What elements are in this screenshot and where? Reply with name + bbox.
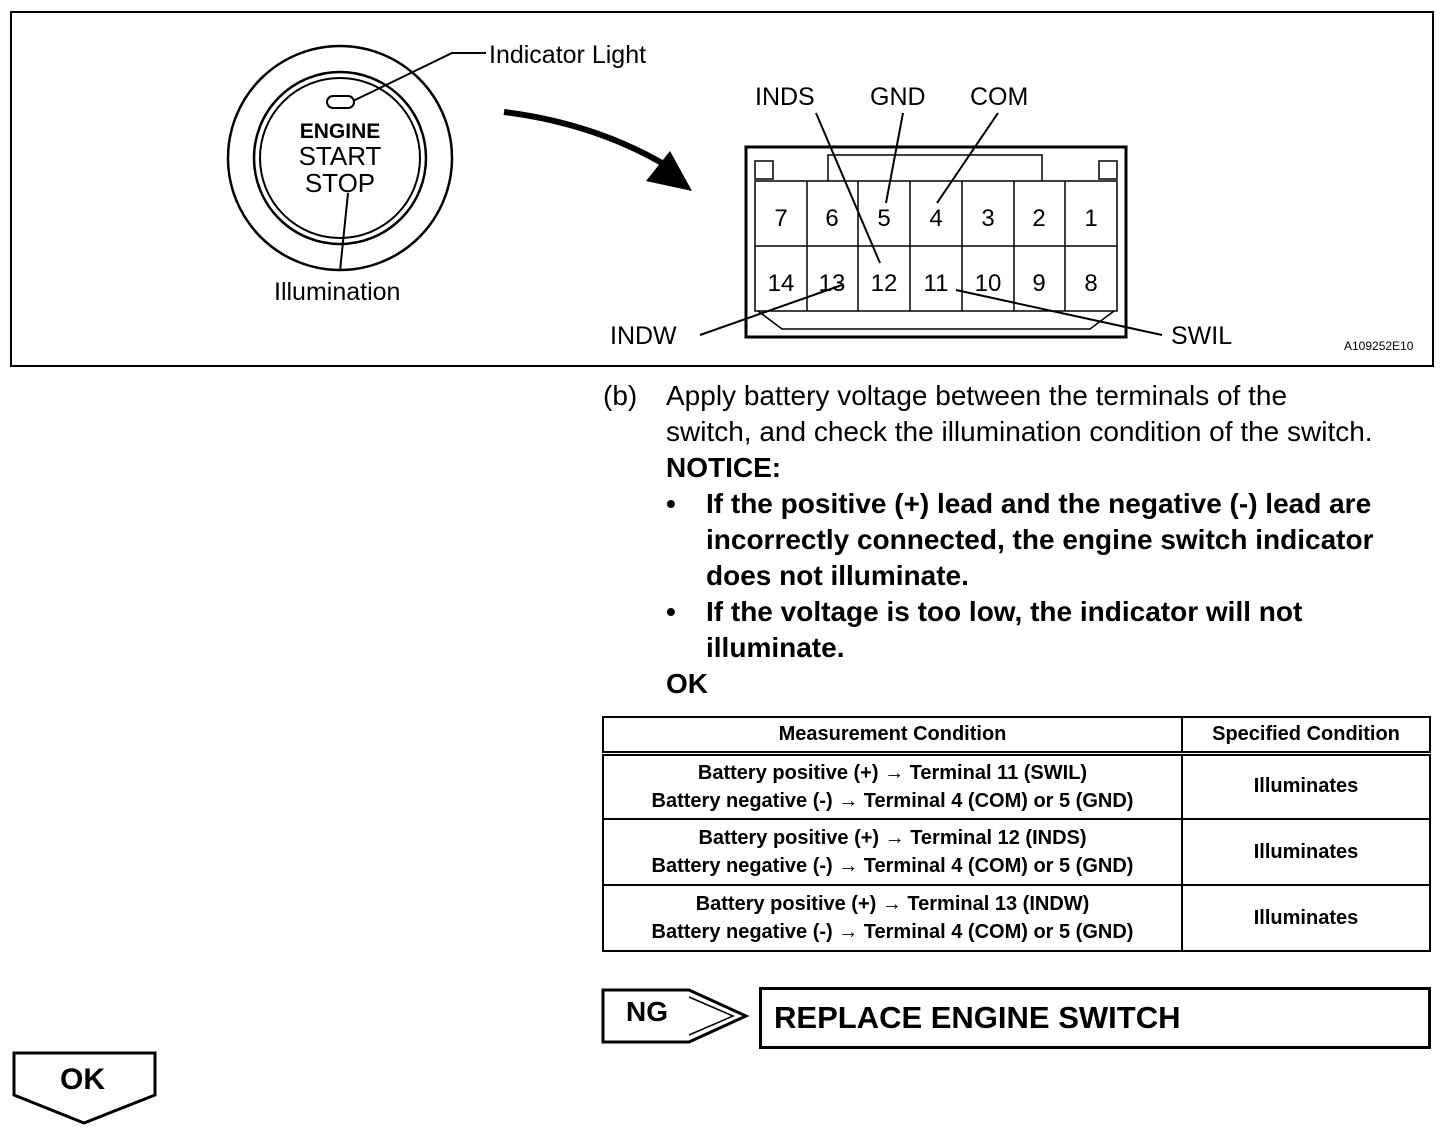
connector-latch-right — [1098, 160, 1118, 180]
pin-label: 1 — [1084, 205, 1097, 232]
swil-leader — [955, 289, 1163, 336]
notice-line: illuminate. — [706, 632, 845, 663]
bullet-icon: • — [666, 596, 676, 627]
pin-label: 12 — [871, 270, 898, 297]
table-header-row: Measurement Condition Specified Conditio… — [602, 716, 1431, 756]
measurement-cell: Battery positive (+) → Terminal 13 (INDW… — [602, 884, 1183, 952]
connector-bottom-lock — [757, 310, 1115, 330]
measurement-cell: Battery positive (+) → Terminal 11 (SWIL… — [602, 752, 1183, 820]
curved-arrow-icon — [503, 109, 692, 191]
engine-switch-button: ENGINE START STOP — [226, 44, 454, 272]
indicator-light-leader — [352, 52, 486, 102]
indw-leader — [699, 284, 843, 336]
inds-leader — [815, 112, 881, 264]
com-leader — [936, 112, 999, 204]
measurement-line: Battery negative (-) → Terminal 4 (COM) … — [651, 855, 1134, 877]
connector-figure: ENGINE START STOP Indicator Light Illumi… — [10, 11, 1434, 367]
pin-label: 2 — [1032, 205, 1045, 232]
button-text-engine: ENGINE — [300, 120, 381, 143]
table-row: Battery positive (+) → Terminal 13 (INDW… — [602, 884, 1431, 952]
bullet-icon: • — [666, 488, 676, 519]
figure-id: A109252E10 — [1344, 339, 1414, 353]
table-row: Battery positive (+) → Terminal 11 (SWIL… — [602, 752, 1431, 820]
illumination-leader — [339, 192, 349, 272]
measurement-line: Battery positive (+) → Terminal 12 (INDS… — [698, 827, 1087, 849]
terminal-label-indw: INDW — [610, 322, 677, 350]
pin-label: 5 — [877, 205, 890, 232]
step-body: Apply battery voltage between the termin… — [666, 378, 1441, 702]
notice-item: • If the voltage is too low, the indicat… — [666, 594, 1441, 666]
measurement-line: Battery negative (-) → Terminal 4 (COM) … — [651, 789, 1134, 812]
terminal-label-gnd: GND — [870, 83, 926, 111]
step-marker: (b) — [603, 380, 638, 411]
pin-label: 10 — [975, 270, 1002, 297]
illumination-label: Illumination — [274, 278, 400, 306]
ok-label: OK — [666, 668, 708, 699]
pin-label: 6 — [825, 205, 838, 232]
table-row: Battery positive (+) → Terminal 12 (INDS… — [602, 818, 1431, 886]
indicator-light-lens — [326, 95, 355, 109]
figure-drawing: ENGINE START STOP Indicator Light Illumi… — [226, 41, 1414, 353]
pin-label: 14 — [768, 270, 795, 297]
connector-housing — [744, 145, 1128, 339]
terminal-label-inds: INDS — [755, 83, 815, 111]
gnd-leader — [885, 112, 904, 204]
notice-line: If the voltage is too low, the indicator… — [706, 596, 1303, 627]
pin-label: 7 — [774, 205, 787, 232]
notice-title: NOTICE: — [666, 452, 782, 483]
result-cell: Illuminates — [1181, 818, 1431, 886]
ng-label: NG — [626, 996, 668, 1027]
ng-arrow-tag — [601, 988, 750, 1044]
pin-label: 4 — [929, 205, 942, 232]
button-text-stop: STOP — [305, 168, 375, 198]
measurement-line: Battery negative (-) → Terminal 4 (COM) … — [651, 921, 1134, 943]
connector-key — [827, 154, 1043, 181]
column-header: Measurement Condition — [602, 716, 1183, 756]
specification-table: Measurement Condition Specified Conditio… — [602, 716, 1431, 952]
measurement-line: Battery positive (+) → Terminal 11 (SWIL… — [697, 761, 1088, 784]
instruction-line: Apply battery voltage between the termin… — [666, 380, 1288, 411]
pin-label: 3 — [981, 205, 994, 232]
pin-label: 8 — [1084, 270, 1097, 297]
pin-label: 9 — [1032, 270, 1045, 297]
button-text-start: START — [299, 141, 382, 171]
terminal-label-swil: SWIL — [1171, 322, 1232, 350]
notice-item: • If the positive (+) lead and the negat… — [666, 486, 1441, 594]
result-cell: Illuminates — [1181, 752, 1431, 820]
ng-action-box: REPLACE ENGINE SWITCH — [759, 987, 1431, 1049]
notice-line: incorrectly connected, the engine switch… — [706, 524, 1374, 555]
connector-latch-left — [754, 160, 774, 180]
column-header: Specified Condition — [1181, 716, 1431, 756]
pin-label: 11 — [924, 270, 949, 297]
indicator-light-label: Indicator Light — [489, 41, 646, 69]
instruction-line: switch, and check the illumination condi… — [666, 416, 1373, 447]
pin-label: 13 — [819, 270, 846, 297]
ok-arrow-tag — [12, 1051, 157, 1125]
notice-line: If the positive (+) lead and the negativ… — [706, 488, 1372, 519]
connector-diagram: 7 6 5 4 3 2 1 14 13 12 11 10 9 8 — [744, 145, 1128, 339]
notice-line: does not illuminate. — [706, 560, 969, 591]
terminal-label-com: COM — [970, 83, 1028, 111]
measurement-cell: Battery positive (+) → Terminal 12 (INDS… — [602, 818, 1183, 886]
result-cell: Illuminates — [1181, 884, 1431, 952]
measurement-line: Battery positive (+) → Terminal 13 (INDW… — [695, 893, 1090, 915]
ok-branch-label: OK — [60, 1063, 105, 1096]
